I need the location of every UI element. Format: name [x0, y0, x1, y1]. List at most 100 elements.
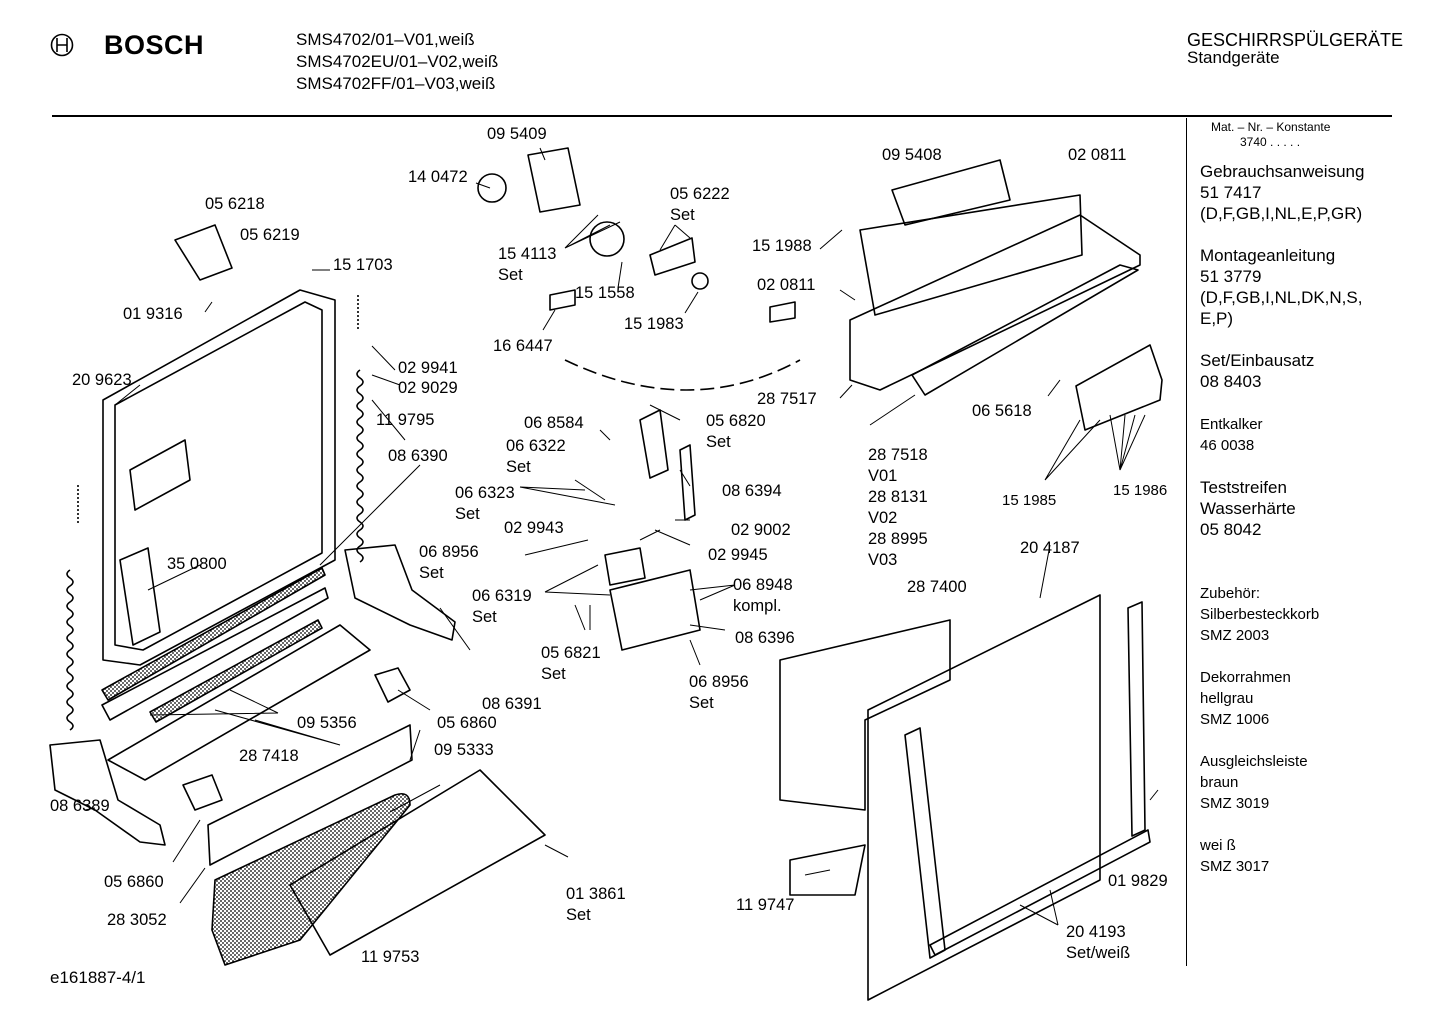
part-label: V03: [868, 551, 898, 569]
part-label: 06 8956: [689, 673, 749, 691]
dispenser-lid: [604, 547, 646, 586]
knob: [477, 173, 507, 203]
matnr-label: Mat. – Nr. – Konstante: [1211, 120, 1331, 134]
hinge-bracket-right: [789, 844, 866, 896]
part-label: Set: [689, 694, 714, 712]
seal-strip-upper: [101, 567, 326, 701]
switch-housing: [609, 569, 701, 651]
part-label: 08 6389: [50, 797, 110, 815]
part-label: 06 6319: [472, 587, 532, 605]
actuator-rod: [679, 444, 696, 521]
part-label: 05 6820: [706, 412, 766, 430]
timer-unit: [527, 147, 581, 213]
header-rule: [52, 115, 1392, 117]
part-label: 05 6218: [205, 195, 265, 213]
part-label: 20 9623: [72, 371, 132, 389]
outer-door-panel: [289, 769, 546, 956]
part-label: 01 9829: [1108, 872, 1168, 890]
part-label: 06 8956: [419, 543, 479, 561]
latch-block: [374, 667, 411, 703]
frame-post-right: [1127, 601, 1146, 837]
wire-harness: [549, 289, 796, 323]
gasket-ring: [589, 221, 625, 257]
part-label: kompl.: [733, 597, 782, 615]
part-label: 06 8584: [524, 414, 584, 432]
electronic-module: [891, 159, 1011, 226]
part-label: 35 0800: [167, 555, 227, 573]
part-label: 08 6394: [722, 482, 782, 500]
category-title: GESCHIRRSPÜLGERÄTE: [1187, 30, 1404, 50]
right-hinge: [344, 544, 456, 641]
part-label: 05 6821: [541, 644, 601, 662]
frame-post-left: [904, 727, 946, 959]
part-label: Set: [566, 906, 591, 924]
part-label: Set/weiß: [1066, 944, 1131, 962]
brand-name: BOSCH: [104, 30, 205, 60]
part-label: 05 6860: [437, 714, 497, 732]
part-label: Set: [541, 665, 566, 683]
part-label: 11 9795: [376, 411, 435, 429]
part-label: 02 9945: [708, 546, 768, 564]
button-strip: [911, 264, 1139, 396]
seal-strip-inner: [149, 619, 323, 723]
bottom-rail: [107, 624, 371, 781]
part-label: 02 9029: [398, 379, 458, 397]
part-label: 09 5409: [487, 125, 547, 143]
part-label: 05 6222: [670, 185, 730, 203]
part-label: 11 9753: [361, 948, 420, 966]
part-label: 28 7517: [757, 390, 817, 408]
part-label: Set: [670, 206, 695, 224]
bosch-logo-icon: [50, 33, 74, 57]
sidebar-divider: [1186, 118, 1187, 966]
part-label: 02 0811: [1068, 146, 1127, 164]
control-panel: [849, 214, 1141, 391]
part-label: 15 4113: [498, 245, 557, 263]
left-hinge-spring: [66, 569, 74, 731]
part-label: 02 9943: [504, 519, 564, 537]
connector-bracket: [649, 237, 696, 276]
part-label: 05 6860: [104, 873, 164, 891]
part-label: 08 6396: [735, 629, 795, 647]
part-label: 02 0811: [757, 276, 816, 294]
foot-block: [182, 774, 223, 811]
model-line-3: SMS4702FF/01–V03,weiß: [296, 74, 496, 93]
seal-strip-lower: [101, 587, 329, 721]
part-label: 20 4187: [1020, 539, 1080, 557]
part-label: 02 9002: [731, 521, 791, 539]
part-label: 15 1558: [575, 284, 635, 302]
part-label: 16 6447: [493, 337, 553, 355]
part-label: 28 8131: [868, 488, 928, 506]
part-label: 28 7400: [907, 578, 967, 596]
part-label: Set: [472, 608, 497, 626]
part-label: 15 1983: [624, 315, 684, 333]
part-label: 06 5618: [972, 402, 1032, 420]
part-label: Set: [706, 433, 731, 451]
part-label: 28 3052: [107, 911, 167, 929]
left-hinge: [49, 739, 166, 846]
front-plate: [207, 724, 413, 866]
part-label: 02 9941: [398, 359, 458, 377]
bracket-top: [174, 224, 233, 281]
part-label: 09 5333: [434, 741, 494, 759]
part-label: 15 1985: [1002, 492, 1057, 509]
part-label: 06 6322: [506, 437, 566, 455]
part-label: 28 8995: [868, 530, 928, 548]
right-hinge-spring: [356, 369, 364, 563]
inner-door-panel: [102, 289, 336, 666]
part-label: 08 6390: [388, 447, 448, 465]
part-label: 28 7518: [868, 446, 928, 464]
category-subtitle: Standgeräte: [1187, 48, 1280, 67]
part-label: 15 1986: [1113, 482, 1168, 499]
front-panel-dotted: [211, 792, 411, 966]
part-label: Set: [506, 458, 531, 476]
part-label: Set: [498, 266, 523, 284]
part-label: 01 9316: [123, 305, 183, 323]
part-label: Set: [455, 505, 480, 523]
